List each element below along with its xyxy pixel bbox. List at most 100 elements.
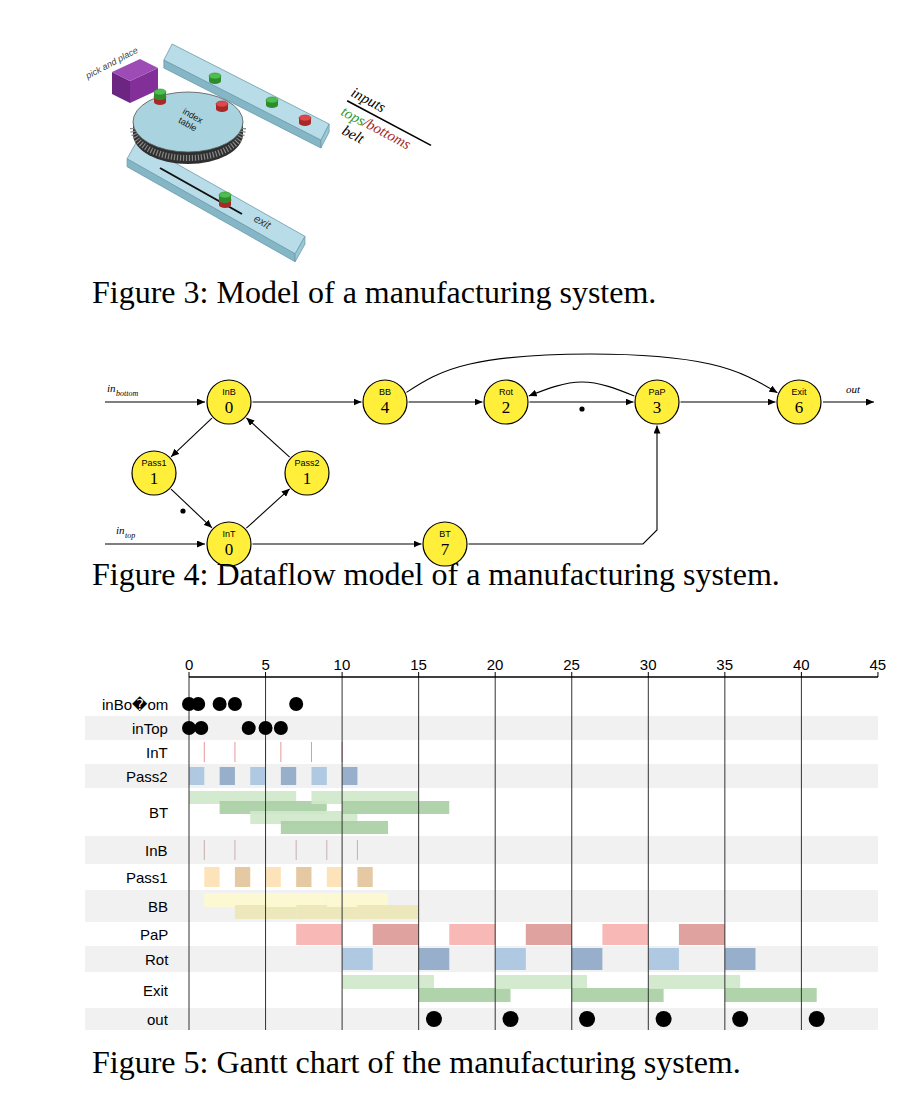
execution-time: 6 bbox=[795, 399, 804, 416]
dataflow-edge bbox=[171, 418, 212, 457]
actor-name: BT bbox=[439, 530, 451, 539]
event-dot bbox=[182, 721, 196, 735]
firing-bar bbox=[373, 924, 419, 945]
firing-bar bbox=[357, 905, 418, 919]
firing-tick bbox=[311, 742, 312, 762]
input-arrow bbox=[105, 543, 205, 544]
firing-tick bbox=[204, 840, 205, 860]
row-band bbox=[85, 788, 878, 836]
actor-node: BB4 bbox=[362, 379, 408, 425]
execution-time: 2 bbox=[502, 399, 511, 416]
firing-bar bbox=[327, 893, 388, 907]
signal-subscript: top bbox=[125, 531, 135, 540]
row-label: Pass1 bbox=[126, 869, 168, 886]
puck-top bbox=[299, 115, 311, 121]
row-label: out bbox=[147, 1011, 168, 1028]
event-dot bbox=[289, 697, 303, 711]
row-band bbox=[85, 1008, 878, 1030]
firing-bar bbox=[189, 767, 204, 785]
index-table-top bbox=[133, 92, 243, 152]
firing-bar bbox=[296, 867, 311, 887]
firing-bar bbox=[648, 975, 740, 989]
row-band bbox=[85, 692, 878, 716]
firing-bar bbox=[725, 948, 756, 970]
firing-bar bbox=[526, 924, 572, 945]
firing-tick bbox=[204, 742, 205, 762]
firing-bar bbox=[342, 975, 434, 989]
row-band bbox=[85, 716, 878, 740]
actor-name: Rot bbox=[499, 388, 513, 397]
firing-bar bbox=[449, 924, 495, 945]
row-label: InT bbox=[146, 744, 168, 761]
grid-line bbox=[648, 677, 649, 1030]
dataflow-edge bbox=[469, 426, 658, 545]
actor-outline bbox=[363, 380, 407, 424]
event-dot bbox=[426, 1011, 442, 1027]
firing-tick bbox=[296, 840, 297, 860]
firing-tick bbox=[280, 742, 281, 762]
signal-subscript: bottom bbox=[116, 389, 138, 398]
row-band bbox=[85, 922, 878, 946]
belt-side bbox=[127, 159, 295, 262]
firing-bar bbox=[419, 988, 511, 1002]
axis-tick-label: 30 bbox=[640, 656, 657, 673]
dataflow-edge bbox=[530, 401, 634, 402]
grid-line bbox=[571, 677, 572, 1030]
firing-tick bbox=[234, 840, 235, 860]
firing-bar bbox=[281, 821, 388, 834]
grid-line bbox=[724, 677, 725, 1030]
event-dot bbox=[274, 721, 288, 735]
puck-top bbox=[216, 101, 228, 107]
puck-top bbox=[209, 73, 221, 79]
firing-bar bbox=[204, 867, 219, 887]
firing-bar bbox=[602, 924, 648, 945]
actor-node: PaP3 bbox=[634, 379, 680, 425]
dataflow-edge bbox=[529, 382, 635, 396]
event-dot bbox=[228, 697, 242, 711]
output-arrow bbox=[823, 401, 874, 402]
actor-node: Pass11 bbox=[131, 450, 177, 496]
event-dot bbox=[242, 721, 256, 735]
manufacturing-illustration bbox=[112, 44, 431, 262]
dataflow-edge bbox=[681, 401, 776, 402]
row-band bbox=[85, 864, 878, 890]
row-band bbox=[85, 890, 878, 922]
row-label: PaP bbox=[140, 926, 168, 943]
firing-bar bbox=[495, 948, 526, 970]
row-band bbox=[85, 972, 878, 1008]
event-dot bbox=[579, 1011, 595, 1027]
firing-bar bbox=[266, 867, 281, 887]
actor-outline bbox=[777, 380, 821, 424]
firing-bar bbox=[266, 893, 327, 907]
axis-tick-label: 40 bbox=[793, 656, 810, 673]
execution-time: 4 bbox=[381, 399, 390, 416]
event-dot bbox=[732, 1011, 748, 1027]
actor-outline bbox=[285, 451, 329, 495]
firing-bar bbox=[311, 767, 326, 785]
execution-time: 7 bbox=[441, 541, 450, 558]
actor-outline bbox=[207, 380, 251, 424]
axis-tick-label: 0 bbox=[185, 656, 193, 673]
row-band bbox=[85, 740, 878, 764]
figure-caption: Figure 4: Dataflow model of a manufactur… bbox=[92, 556, 780, 593]
firing-bar bbox=[235, 867, 250, 887]
dataflow-edge bbox=[253, 543, 422, 544]
actor-outline bbox=[132, 451, 176, 495]
actor-outline bbox=[484, 380, 528, 424]
actor-name: InB bbox=[222, 388, 236, 397]
actor-name: InT bbox=[222, 530, 235, 539]
execution-time: 0 bbox=[225, 399, 234, 416]
event-dot bbox=[191, 697, 205, 711]
firing-bar bbox=[281, 767, 296, 785]
row-label: Rot bbox=[145, 951, 168, 968]
puck-top bbox=[154, 89, 166, 95]
puck-top bbox=[219, 192, 231, 198]
dataflow-edge bbox=[171, 489, 212, 528]
dataflow-edge bbox=[409, 401, 483, 402]
axis-tick-label: 10 bbox=[334, 656, 351, 673]
firing-bar bbox=[357, 867, 372, 887]
event-dot bbox=[809, 1011, 825, 1027]
dataflow-edge bbox=[246, 489, 289, 528]
gantt-chart bbox=[85, 672, 878, 1030]
